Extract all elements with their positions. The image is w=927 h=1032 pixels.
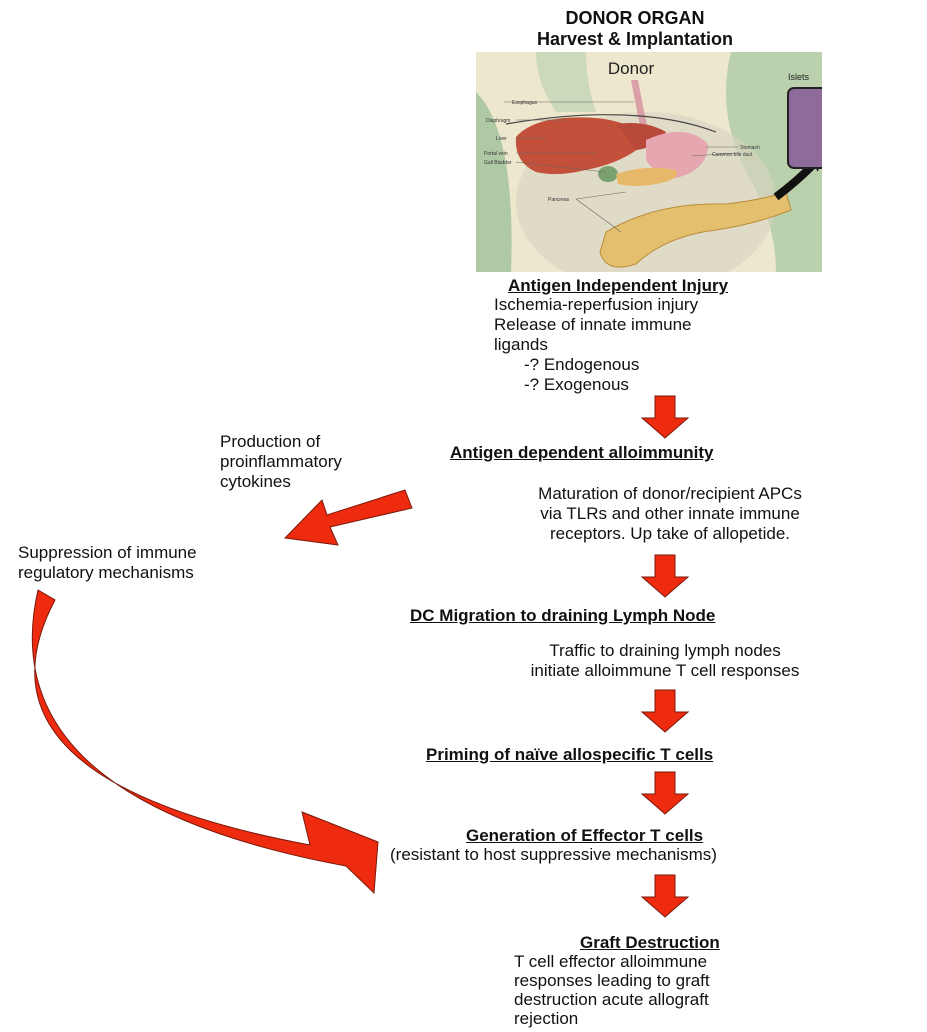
flow-arrow-4 <box>642 772 688 814</box>
diagonal-arrow <box>285 490 412 545</box>
flow-arrow-3 <box>642 690 688 732</box>
flow-arrow-1 <box>642 396 688 438</box>
curved-arrow <box>32 590 378 893</box>
flow-arrow-2 <box>642 555 688 597</box>
flow-arrow-5 <box>642 875 688 917</box>
